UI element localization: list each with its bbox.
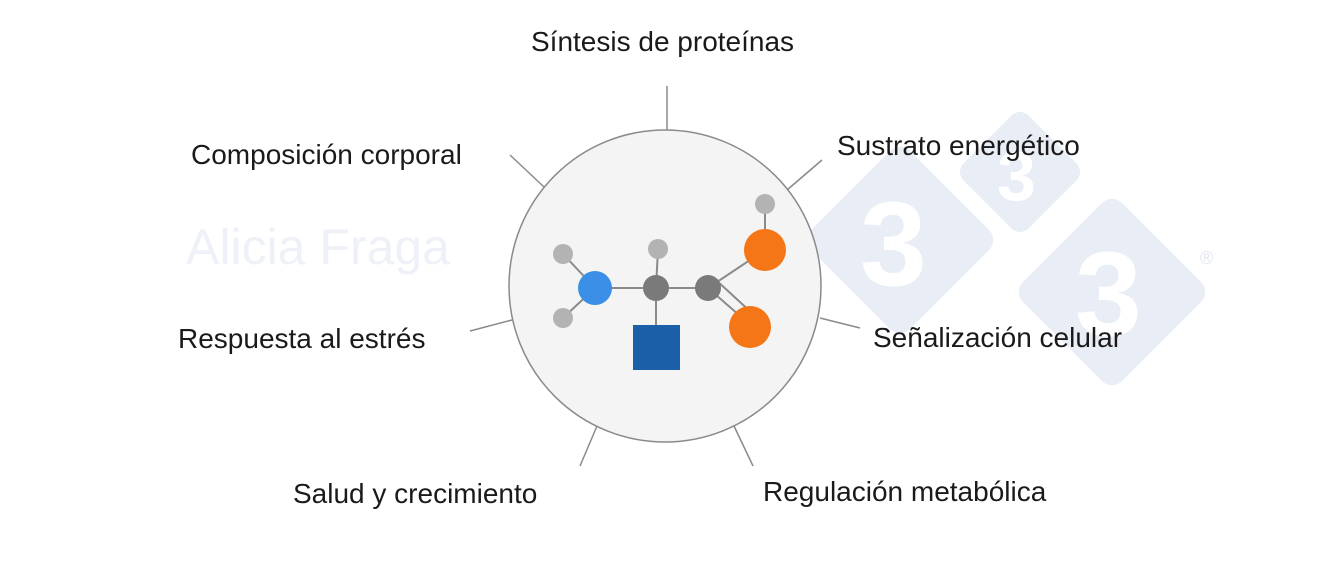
logo-diamond-large (806, 146, 994, 334)
label-metabolic-regulation: Regulación metabólica (763, 476, 1047, 507)
connector-bottom-right (733, 425, 754, 467)
connector-left (469, 319, 513, 332)
label-protein-synthesis: Síntesis de proteínas (531, 26, 795, 57)
alpha-carbon-atom (643, 275, 669, 301)
label-health-growth: Salud y crecimiento (293, 478, 538, 509)
hydrogen-atom-oh (755, 194, 775, 214)
logo-digit-2: 3 (997, 137, 1036, 215)
logo-diamond-right (1018, 198, 1206, 386)
hydrogen-atom-calpha (648, 239, 668, 259)
logo-diamond-top (959, 111, 1081, 233)
hydroxyl-oxygen-atom (744, 229, 786, 271)
logo-digit-1: 3 (860, 177, 927, 311)
logo-digit-3: 3 (1075, 227, 1142, 361)
amino-group-atom (578, 271, 612, 305)
connector-top-right (786, 159, 823, 191)
carboxyl-carbon-atom (695, 275, 721, 301)
author-watermark: Alicia Fraga (186, 219, 450, 275)
side-chain-square (633, 325, 680, 370)
hydrogen-atom-n-bottom (553, 308, 573, 328)
label-body-composition: Composición corporal (191, 139, 462, 170)
connector-right (819, 317, 861, 329)
label-stress-response: Respuesta al estrés (178, 323, 426, 354)
hydrogen-atom-n-top (553, 244, 573, 264)
label-cell-signaling: Señalización celular (873, 322, 1123, 353)
connector-bottom-left (579, 425, 598, 467)
amino-acid-molecule-icon (553, 194, 786, 370)
carbonyl-oxygen-atom (729, 306, 771, 348)
label-energy-substrate: Sustrato energético (837, 130, 1080, 161)
logo-registered-mark: ® (1200, 248, 1213, 268)
connector-top-left (509, 154, 545, 188)
